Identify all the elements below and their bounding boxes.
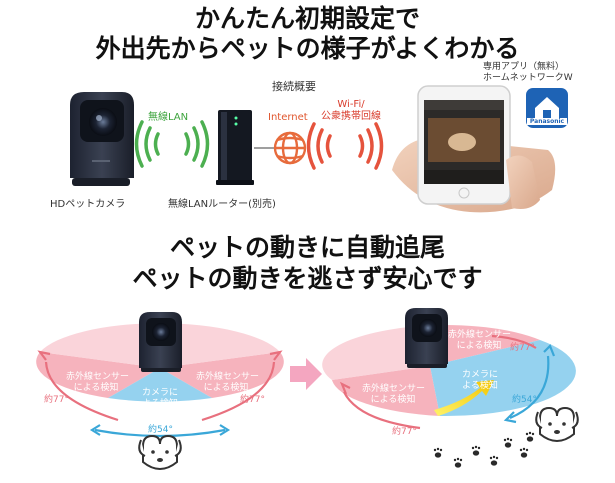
angle-arc-right <box>201 361 276 422</box>
router-illustration <box>216 110 254 185</box>
dog-face-icon-left <box>138 434 182 470</box>
tracking-diagram-left <box>36 312 284 438</box>
angle-bottom-right-label: 約77° <box>392 427 417 437</box>
wifi-label-line1: Wi-Fi/ <box>337 99 365 110</box>
app-label-line1: 専用アプリ（無料） <box>483 62 565 72</box>
tracking-diagram-right <box>322 308 576 430</box>
infrared-left-label: 赤外線センサー による検知 <box>66 372 130 394</box>
wifi-label-line2: 公衆携帯回線 <box>321 111 381 122</box>
connection-overview-title: 接続概要 <box>272 80 316 93</box>
camera-detect-right-label: カメラに よる検知 <box>454 370 506 392</box>
angle-top-right-label: 約77° <box>510 343 535 353</box>
camera-label: HDペットカメラ <box>50 199 126 210</box>
wifi-label: Wi-Fi/ 公衆携帯回線 <box>318 99 384 123</box>
infrared-bottom-line1: 赤外線センサー <box>362 384 426 394</box>
panasonic-brand-label: Panasonic <box>527 118 567 125</box>
camera-detect-right-line1: カメラに <box>461 370 498 380</box>
app-label: 専用アプリ（無料） ホームネットワークW <box>483 62 573 84</box>
internet-label: Internet <box>268 112 308 123</box>
angle-bottom-label: 約54° <box>148 425 173 435</box>
infrared-bottom-line2: による検知 <box>370 395 416 405</box>
angle-left-label: 約77° <box>44 395 69 405</box>
infrared-top-line2: による検知 <box>456 341 502 351</box>
transition-arrow-icon <box>290 358 322 390</box>
camera-detect-left-line2: よる検知 <box>142 399 178 409</box>
infrared-bottom-label: 赤外線センサー による検知 <box>362 384 426 406</box>
wireless-lan-label: 無線LAN <box>148 112 189 123</box>
pet-camera-illustration <box>70 92 134 186</box>
wifi-waves-red-icon <box>306 122 384 170</box>
paw-prints-icon <box>433 431 535 468</box>
camera-detect-left-label: カメラに よる検知 <box>134 388 186 410</box>
infrared-right-line1: 赤外線センサー <box>196 372 260 382</box>
wifi-waves-green-icon <box>134 120 210 168</box>
headline-bottom-line2: ペットの動きを逃さず安心です <box>132 264 483 293</box>
headline-top-line2: 外出先からペットの様子がよくわかる <box>95 34 520 63</box>
camera-detect-left-line1: カメラに <box>141 388 178 398</box>
angle-arc-bottom <box>94 428 226 438</box>
angle-right-label: 約77° <box>240 395 265 405</box>
headline-top-line1: かんたん初期設定で <box>194 4 420 33</box>
app-label-line2: ホームネットワークW <box>483 73 573 83</box>
angle-right-right-label: 約54° <box>512 395 537 405</box>
infrared-left-line2: による検知 <box>73 383 119 393</box>
angle-arc-left <box>44 361 119 422</box>
infrared-right-label: 赤外線センサー による検知 <box>196 372 260 394</box>
smartphone-illustration <box>392 85 556 213</box>
dog-face-icon-right <box>535 406 579 442</box>
globe-icon <box>273 131 307 165</box>
router-label: 無線LANルーター(別売) <box>168 199 276 210</box>
infrared-top-label: 赤外線センサー による検知 <box>448 330 512 352</box>
infrared-top-line1: 赤外線センサー <box>448 330 512 340</box>
camera-detect-right-line2: よる検知 <box>462 381 498 391</box>
infrared-left-line1: 赤外線センサー <box>66 372 130 382</box>
headline-bottom-line1: ペットの動きに自動追尾 <box>169 233 445 262</box>
infrared-right-line2: による検知 <box>203 383 249 393</box>
